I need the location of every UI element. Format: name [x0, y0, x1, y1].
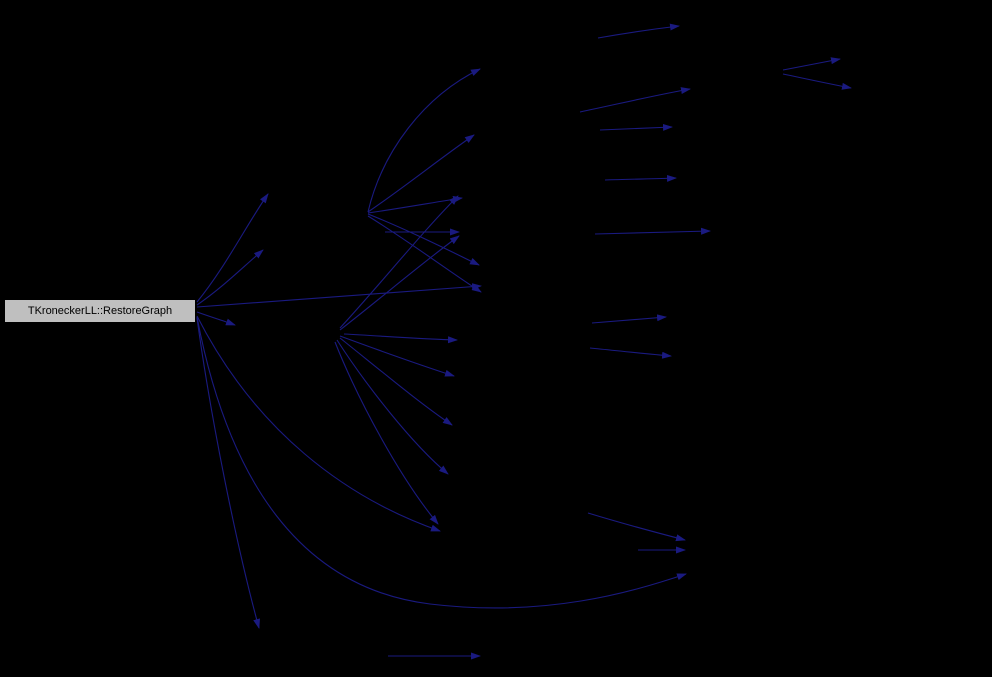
call-edge-18	[339, 337, 453, 426]
call-edge-26	[591, 314, 667, 324]
call-edge-14	[339, 235, 460, 331]
call-edge-2	[196, 249, 264, 306]
call-edge-4	[196, 311, 236, 326]
call-edge-11	[367, 213, 480, 266]
call-edge-20	[334, 341, 439, 525]
call-edge-3	[196, 283, 482, 308]
call-edge-13	[339, 195, 459, 329]
call-edge-30	[782, 57, 841, 71]
root-node-label: TKroneckerLL::RestoreGraph	[27, 305, 173, 317]
call-edge-27	[589, 347, 672, 359]
call-edge-7	[196, 316, 687, 609]
call-edge-23	[599, 123, 673, 131]
call-edge-21	[597, 23, 680, 39]
call-edge-5	[196, 315, 441, 532]
call-edge-22	[579, 87, 691, 113]
call-edge-19	[336, 339, 449, 475]
call-edge-9	[367, 134, 475, 213]
call-edge-17	[339, 335, 455, 377]
call-edge-31	[782, 73, 852, 90]
call-edge-8	[367, 68, 481, 213]
call-edge-24	[604, 174, 677, 182]
call-edge-6	[196, 317, 260, 629]
call-edge-12	[367, 215, 482, 293]
root-node: TKroneckerLL::RestoreGraph	[4, 299, 196, 323]
call-edge-28	[587, 512, 686, 542]
call-edge-25	[594, 227, 711, 235]
call-edge-16	[343, 333, 458, 344]
call-edge-1	[196, 193, 269, 303]
call-edge-10	[367, 195, 463, 214]
